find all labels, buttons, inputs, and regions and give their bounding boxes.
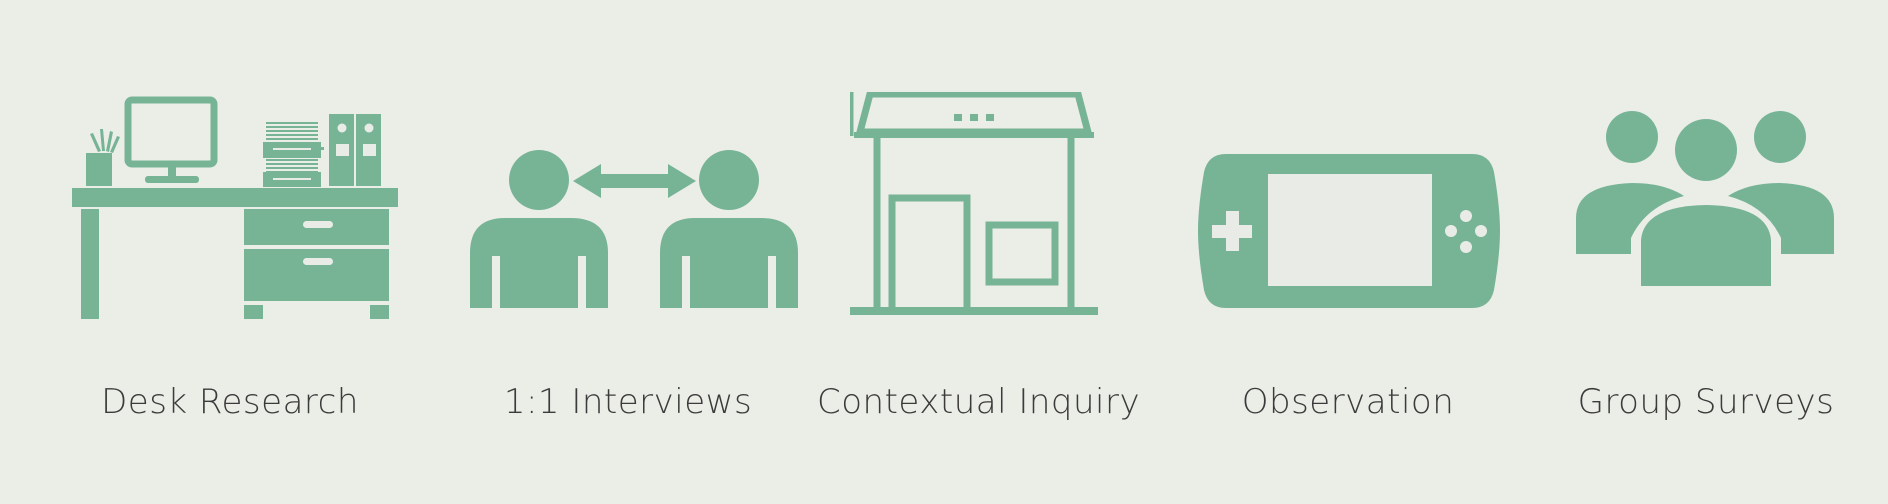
storefront-icon xyxy=(850,92,1098,318)
tablet-icon xyxy=(1198,152,1500,310)
group-icon xyxy=(1574,110,1836,288)
label-desk-research: Desk Research xyxy=(101,382,359,422)
label-contextual-inquiry: Contextual Inquiry xyxy=(817,382,1141,422)
interview-icon xyxy=(468,146,800,310)
desk-icon xyxy=(70,96,400,326)
label-observation: Observation xyxy=(1241,382,1455,422)
label-group-surveys: Group Surveys xyxy=(1577,382,1835,422)
label-interviews: 1:1 Interviews xyxy=(503,382,753,422)
